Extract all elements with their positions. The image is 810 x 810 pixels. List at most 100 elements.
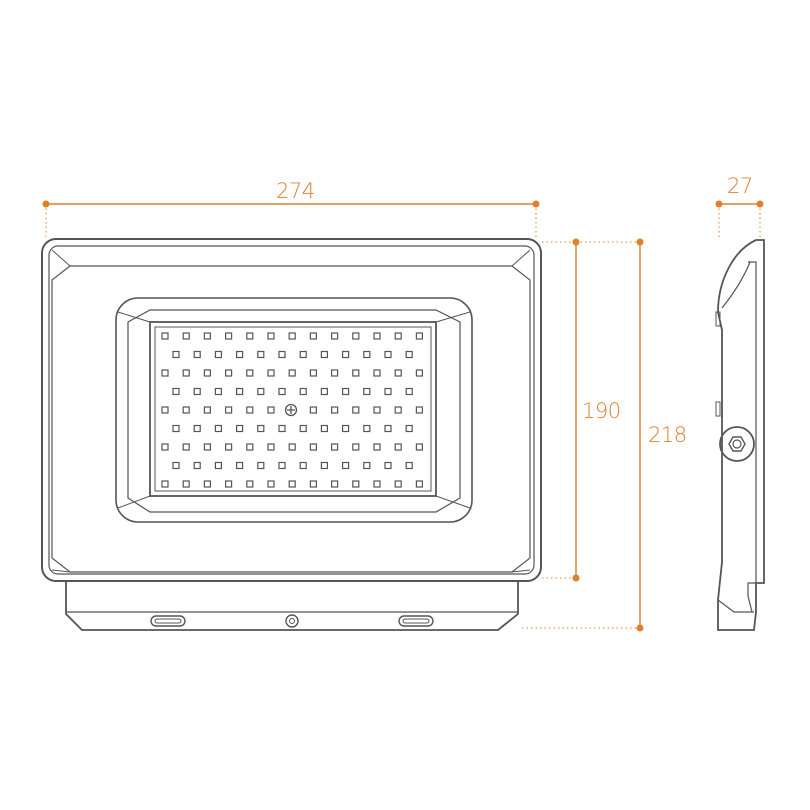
led-chip [415,406,423,414]
led-chip [342,424,350,433]
bracket-slot-right [398,615,434,627]
led-chip [299,387,307,396]
led-chip [161,443,169,451]
led-chip [309,480,317,488]
led-chip [267,332,275,340]
led-chip [394,406,402,414]
led-chip [384,350,392,359]
bracket-screw [285,614,299,628]
led-chip [415,480,423,488]
led-chip [225,406,233,414]
led-chip [278,461,286,470]
led-chip [384,424,392,433]
led-chip [331,332,339,340]
led-chip [320,387,328,396]
led-chip [331,369,339,377]
led-chip [161,406,169,414]
led-chip [182,332,190,340]
led-chip [373,332,381,340]
led-chip [172,350,180,359]
led-chip [193,387,201,396]
led-chip [193,461,201,470]
led-chip [309,332,317,340]
led-chip [246,480,254,488]
led-chip [363,387,371,396]
led-chip [352,406,360,414]
led-chip [288,480,296,488]
led-chip [214,424,222,433]
led-chip [415,443,423,451]
led-chip [320,424,328,433]
led-chip [405,387,413,396]
led-chip [394,332,402,340]
front-housing-outline [41,238,542,582]
led-chip [299,461,307,470]
pivot-bolt-icon [719,426,755,462]
led-chip [384,461,392,470]
led-chip [342,387,350,396]
led-chip [236,387,244,396]
led-chip [415,332,423,340]
led-panel [149,321,437,497]
led-chip [203,332,211,340]
led-chip [193,424,201,433]
led-chip [394,443,402,451]
led-chip [278,387,286,396]
led-chip [309,369,317,377]
led-chip [299,424,307,433]
led-chip [405,461,413,470]
led-chip [373,369,381,377]
led-chip [246,332,254,340]
led-chip [288,443,296,451]
led-chip [267,480,275,488]
led-chip [246,443,254,451]
led-chip [225,332,233,340]
width-dimension-label: 274 [276,179,315,203]
led-chip [214,387,222,396]
center-led-icon [284,403,298,417]
led-chip [203,480,211,488]
led-chip [257,350,265,359]
led-chip [257,387,265,396]
led-chip [172,461,180,470]
led-chip [236,424,244,433]
led-chip [299,350,307,359]
led-chip [225,443,233,451]
lens-surround-inner [127,309,461,513]
total-height-dimension-label: 218 [648,423,687,447]
led-chip [331,480,339,488]
bracket-slot-left [150,615,186,627]
led-chip [309,443,317,451]
led-chip [182,480,190,488]
led-chip [373,443,381,451]
led-chip [309,406,317,414]
led-chip [394,369,402,377]
side-housing [717,239,765,631]
led-chip [278,424,286,433]
led-chip [405,424,413,433]
depth-dimension-label: 27 [727,174,753,198]
led-chip [352,443,360,451]
led-chip [267,369,275,377]
led-chip [320,461,328,470]
led-chip [405,350,413,359]
lens-surround-outer [115,297,473,523]
led-chip [363,424,371,433]
led-chip [203,406,211,414]
led-chip [394,480,402,488]
led-chip [172,387,180,396]
led-chip [182,369,190,377]
led-array [161,332,423,488]
led-chip [352,369,360,377]
led-chip [182,443,190,451]
led-chip [161,332,169,340]
led-chip [203,443,211,451]
led-chip [161,369,169,377]
led-chip [363,461,371,470]
led-chip [161,480,169,488]
led-chip [352,480,360,488]
led-chip [257,461,265,470]
mounting-bracket [65,581,519,631]
front-view [41,238,542,631]
